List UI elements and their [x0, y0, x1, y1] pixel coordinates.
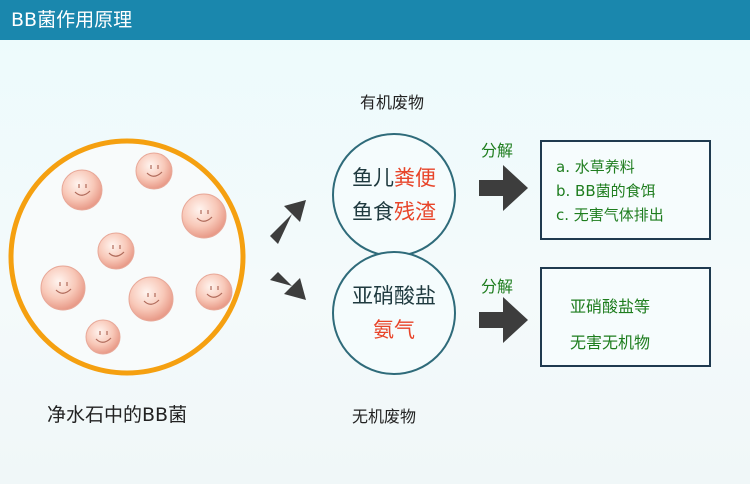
- bacteria-group: [40, 152, 233, 355]
- result-item: b. BB菌的食饵: [556, 182, 656, 200]
- text-feces: 粪便: [394, 166, 436, 190]
- text-ammonia: 氨气: [373, 318, 415, 342]
- bacteria-smiley-icon: [181, 193, 227, 239]
- text-residue: 残渣: [394, 200, 436, 224]
- bacteria-smiley-icon: [85, 319, 121, 355]
- decompose-label: 分解: [481, 277, 514, 296]
- organic-waste-circle: 鱼儿粪便 鱼食残渣: [332, 133, 456, 257]
- bacteria-smiley-icon: [61, 169, 103, 211]
- arrow-down-right-icon: [270, 272, 306, 300]
- inorganic-waste-label: 无机废物: [352, 407, 417, 426]
- bacteria-smiley-icon: [128, 276, 174, 322]
- bacteria-smiley-icon: [97, 232, 135, 270]
- text-food: 鱼食: [352, 200, 394, 224]
- decompose-label: 分解: [481, 141, 514, 160]
- arrow-up-right-icon: [270, 200, 306, 244]
- result-item: 亚硝酸盐等: [570, 297, 651, 316]
- inorganic-waste-circle: 亚硝酸盐 氨气: [332, 251, 456, 375]
- result-item: a. 水草养料: [556, 158, 635, 176]
- bacteria-smiley-icon: [40, 265, 86, 311]
- diagram-graphics: [8, 138, 528, 376]
- bacteria-smiley-icon: [195, 273, 233, 311]
- bacteria-caption: 净水石中的BB菌: [47, 404, 188, 426]
- text-nitrite: 亚硝酸盐: [352, 284, 436, 308]
- result-item: 无害无机物: [570, 333, 651, 352]
- text-fish: 鱼儿: [352, 166, 394, 190]
- arrow-right-icon: [479, 297, 528, 343]
- organic-waste-label: 有机废物: [360, 93, 425, 112]
- result-item: c. 无害气体排出: [556, 206, 664, 224]
- inorganic-results-box: 亚硝酸盐等 无害无机物: [540, 267, 711, 367]
- organic-results-box: a. 水草养料 b. BB菌的食饵 c. 无害气体排出: [540, 140, 711, 240]
- bacteria-smiley-icon: [135, 152, 173, 190]
- arrow-right-icon: [479, 165, 528, 211]
- page-title: BB菌作用原理: [0, 0, 750, 40]
